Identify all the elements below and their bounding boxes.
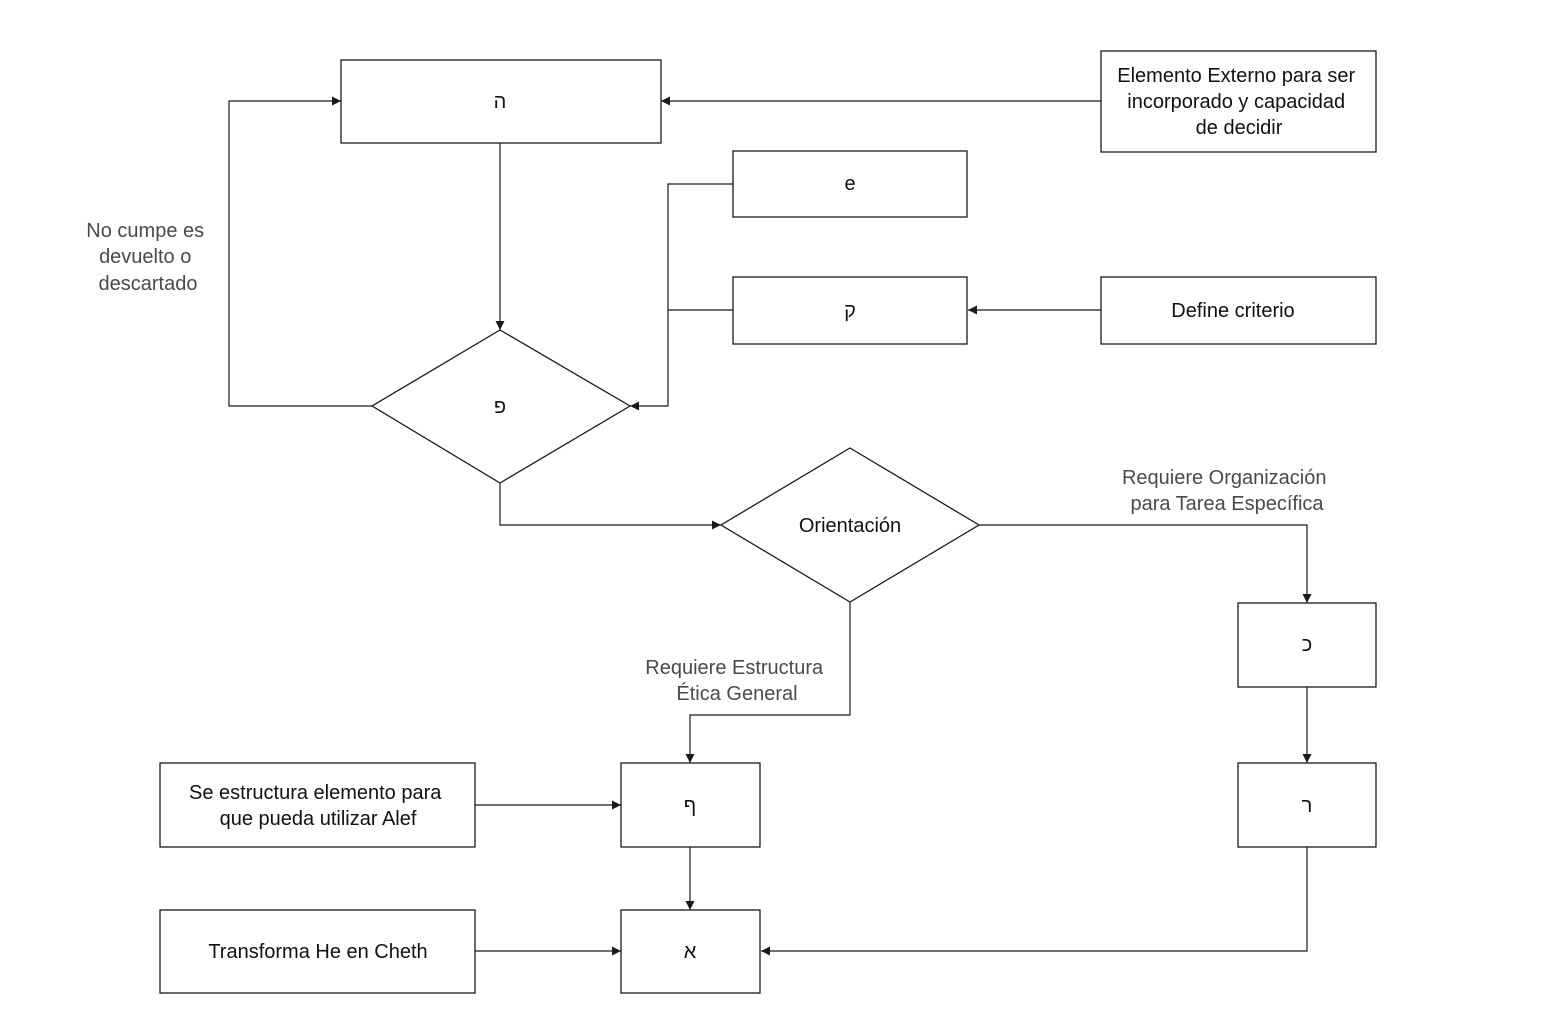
node-e-label: e [844, 173, 855, 195]
connector-resh-to-alef [761, 847, 1308, 956]
node-he: ה [340, 59, 662, 144]
node-define-criterio: Define criterio [1100, 276, 1377, 345]
node-kaf-label: כ [1302, 634, 1313, 656]
node-orientacion-label: Orientación [799, 515, 901, 537]
node-he-label: ה [494, 91, 507, 113]
node-orientacion-decision: Orientación [719, 447, 981, 603]
node-alef: א [620, 909, 761, 994]
connector-pe-to-orientacion [499, 483, 721, 530]
node-external-label: Elemento Externo para ser incorporado y … [1117, 65, 1360, 139]
node-transforma: Transforma He en Cheth [159, 909, 476, 994]
node-alef-label: א [684, 941, 697, 963]
node-estructura-elemento: Se estructura elemento para que pueda ut… [159, 762, 476, 848]
node-estructura-label: Se estructura elemento para que pueda ut… [189, 782, 447, 830]
connectors [228, 96, 1312, 956]
node-kaf: כ [1237, 602, 1377, 688]
node-pe-decision: פ [370, 329, 632, 484]
node-transforma-label: Transforma He en Cheth [208, 941, 427, 963]
node-resh-label: ר [1302, 795, 1313, 817]
node-criterio-label: Define criterio [1171, 300, 1294, 322]
node-pe-label: פ [494, 396, 506, 418]
edge-label-organizacion: Requiere Organización para Tarea Específ… [1122, 467, 1332, 515]
node-qof: ק [732, 276, 968, 345]
connector-orientacion-to-kaf [979, 524, 1312, 603]
edge-label-estructura-etica: Requiere Estructura Ética General [645, 657, 828, 705]
connector-qof-to-pe [630, 309, 733, 411]
node-resh: ר [1237, 762, 1377, 848]
node-e: e [732, 150, 968, 218]
connector-pe-loop-back-to-he [228, 96, 372, 407]
node-qof-label: ק [844, 300, 856, 322]
connector-orientacion-to-pe-final [685, 602, 851, 763]
connector-e-to-bus [667, 183, 733, 310]
node-pe-final-label: ף [684, 795, 696, 817]
node-external-element: Elemento Externo para ser incorporado y … [1100, 50, 1377, 153]
edge-label-no-cumple: No cumpe es devuelto o descartado [86, 220, 209, 295]
node-pe-final: ף [620, 762, 761, 848]
